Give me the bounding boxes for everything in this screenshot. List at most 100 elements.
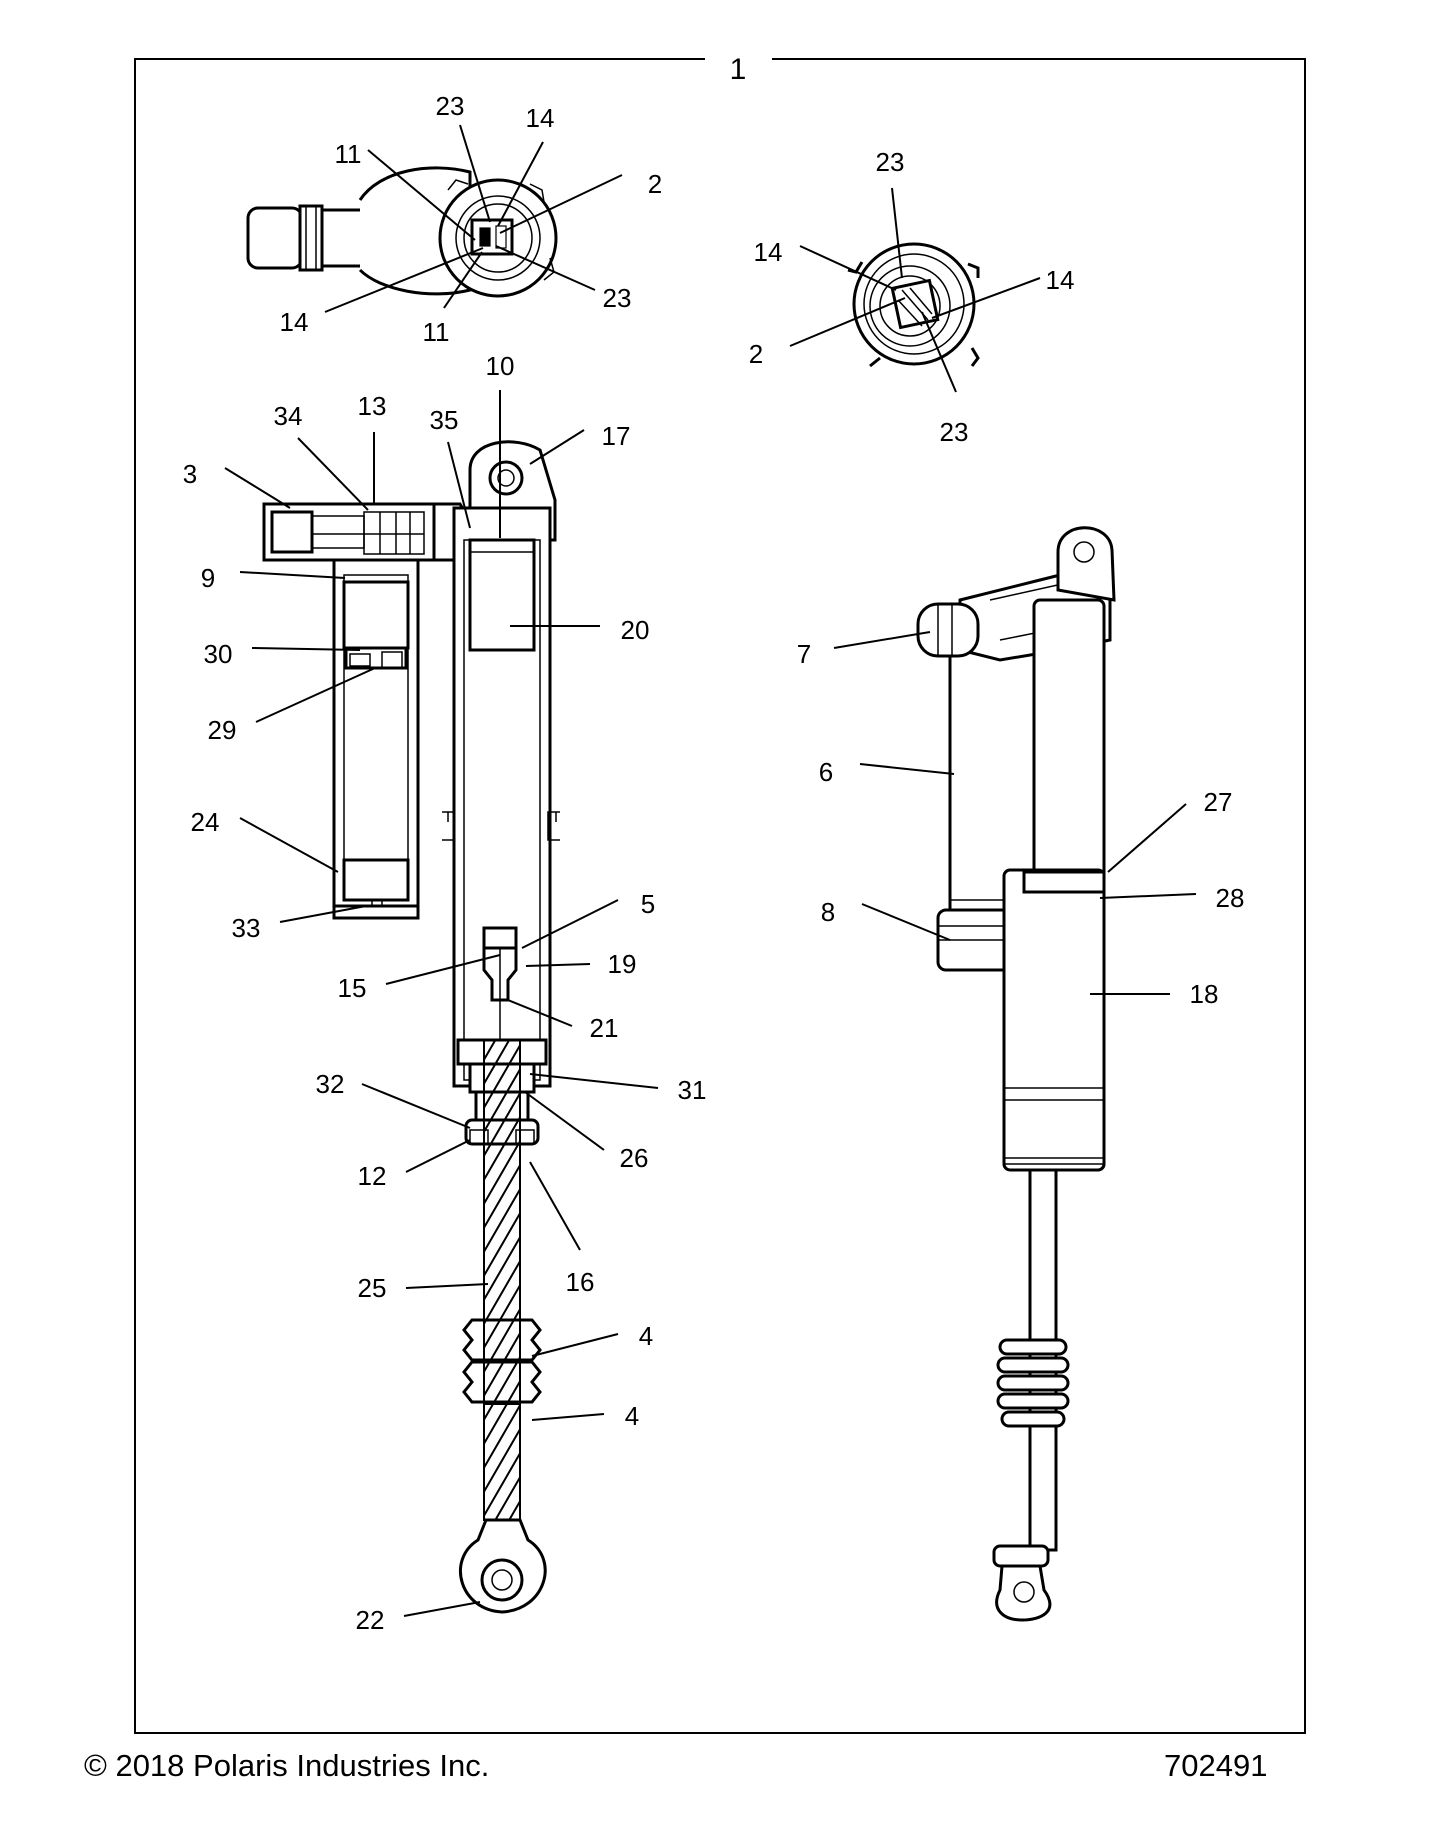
callout-number: 28: [1216, 883, 1245, 913]
callout-leader: [524, 1091, 605, 1151]
callout-32: 32: [316, 1069, 471, 1129]
reservoir-cap-end-view: [847, 242, 980, 368]
assembly-frame: 1: [134, 53, 1306, 1734]
callout-11: 11: [335, 139, 476, 241]
callout-number: 34: [274, 401, 303, 431]
callout-leader: [405, 1283, 489, 1289]
callout-leader: [789, 297, 906, 347]
callout-30: 30: [204, 639, 361, 669]
callout-number: 27: [1204, 787, 1233, 817]
callout-number: 31: [678, 1075, 707, 1105]
callout-number: 14: [1046, 265, 1075, 295]
callout-number: 25: [358, 1273, 387, 1303]
callout-leader: [499, 174, 623, 234]
callout-number: 9: [201, 563, 215, 593]
callout-leader: [529, 1161, 581, 1251]
callout-28: 28: [1099, 883, 1245, 913]
callout-14: 14: [280, 247, 484, 337]
callout-number: 11: [335, 139, 362, 169]
callout-number: 23: [436, 91, 465, 121]
callout-number: 3: [183, 459, 197, 489]
callout-leader: [931, 277, 1041, 319]
callout-number: 20: [621, 615, 650, 645]
callout-21: 21: [507, 999, 618, 1043]
callout-27: 27: [1107, 787, 1233, 873]
callout-leader: [405, 1139, 471, 1173]
callout-number: 32: [316, 1069, 345, 1099]
callout-number: 35: [430, 405, 459, 435]
callout-23: 23: [921, 311, 969, 447]
callout-leader: [297, 437, 369, 511]
callout-number: 16: [566, 1267, 595, 1297]
callout-11: 11: [423, 251, 483, 347]
callout-29: 29: [208, 667, 376, 745]
callout-5: 5: [521, 889, 655, 949]
callout-number: 18: [1190, 979, 1219, 1009]
callout-8: 8: [821, 897, 951, 941]
callout-number: 33: [232, 913, 261, 943]
callout-number: 23: [940, 417, 969, 447]
callout-leader: [279, 905, 367, 923]
callout-12: 12: [358, 1139, 471, 1191]
callout-leader: [521, 899, 619, 949]
callout-leader: [447, 441, 471, 529]
callout-number: 14: [754, 237, 783, 267]
callout-23: 23: [495, 245, 632, 313]
callout-number: 10: [486, 351, 515, 381]
callout-leader: [239, 817, 339, 873]
callout-number: 22: [356, 1605, 385, 1635]
callout-leader: [324, 247, 484, 313]
callout-number: 24: [191, 807, 220, 837]
callout-4: 4: [531, 1401, 639, 1431]
callout-leader: [507, 999, 573, 1027]
callout-number: 30: [204, 639, 233, 669]
callout-9: 9: [201, 563, 346, 593]
callout-17: 17: [529, 421, 631, 465]
callout-23: 23: [436, 91, 491, 223]
callout-leader: [385, 954, 501, 985]
callout-14: 14: [754, 237, 897, 291]
callout-number: 4: [639, 1321, 653, 1351]
callout-2: 2: [499, 169, 662, 234]
callout-number: 17: [602, 421, 631, 451]
callout-19: 19: [525, 949, 636, 979]
callout-leader: [921, 311, 957, 393]
callout-34: 34: [274, 401, 369, 511]
callout-20: 20: [510, 615, 649, 645]
callout-number: 23: [876, 147, 905, 177]
callout-leader: [361, 1083, 471, 1129]
callout-leader: [529, 429, 585, 465]
callout-leader: [255, 667, 376, 723]
drawing-number: 702491: [1164, 1748, 1268, 1783]
callout-15: 15: [338, 954, 501, 1003]
callout-number: 4: [625, 1401, 639, 1431]
callout-13: 13: [358, 391, 387, 505]
callout-number: 12: [358, 1161, 387, 1191]
callout-number: 2: [749, 339, 763, 369]
callout-leader: [799, 245, 897, 291]
callout-23: 23: [876, 147, 905, 279]
callout-leader: [531, 1413, 605, 1421]
callout-number: 6: [819, 757, 833, 787]
callout-3: 3: [183, 459, 291, 509]
callout-number: 15: [338, 973, 367, 1003]
callout-14: 14: [497, 103, 555, 227]
callout-35: 35: [430, 405, 471, 529]
callout-24: 24: [191, 807, 339, 873]
callout-6: 6: [819, 757, 955, 787]
callout-leader: [367, 149, 476, 241]
callout-number: 23: [603, 283, 632, 313]
callout-leader: [833, 631, 931, 649]
callout-number: 5: [641, 889, 655, 919]
callout-number: 7: [797, 639, 811, 669]
callout-number: 14: [526, 103, 555, 133]
callout-16: 16: [529, 1161, 595, 1297]
callout-number: 13: [358, 391, 387, 421]
shock-section-view: [262, 440, 560, 1614]
callout-number: 2: [648, 169, 662, 199]
callout-leader: [1099, 893, 1197, 899]
callout-7: 7: [797, 631, 931, 669]
callout-33: 33: [232, 905, 367, 943]
